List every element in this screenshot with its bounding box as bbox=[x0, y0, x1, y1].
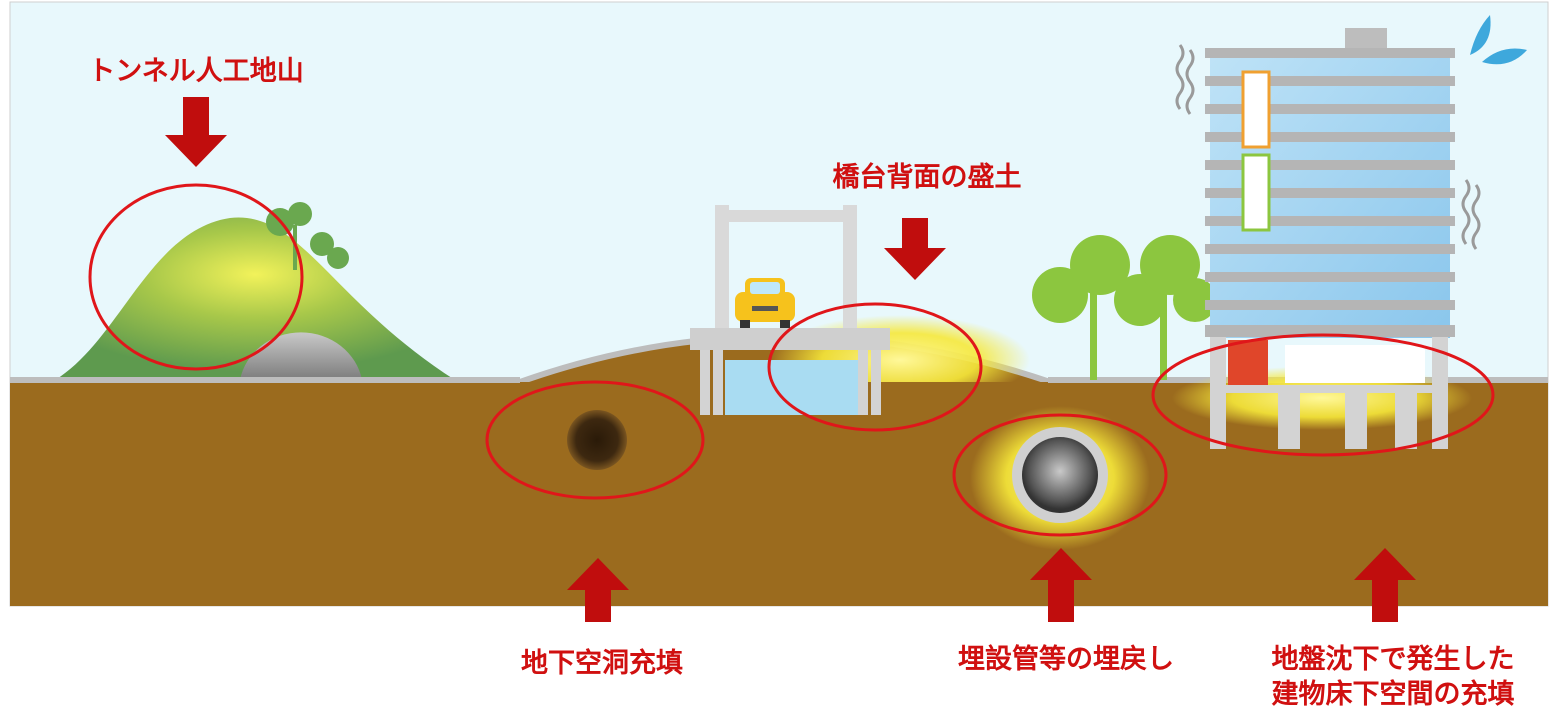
highlight-circles bbox=[88, 183, 1495, 537]
trees-icon bbox=[1032, 235, 1217, 380]
arrow-up-icon bbox=[1354, 548, 1416, 622]
label-tunnel: トンネル人工地山 bbox=[88, 56, 303, 87]
circle-tunnel bbox=[88, 183, 304, 371]
label-abutment: 橋台背面の盛土 bbox=[833, 161, 1022, 193]
shake-lines-icon bbox=[1175, 44, 1481, 250]
label-cavity: 地下空洞充填 bbox=[521, 647, 683, 679]
label-subsidence-line2: 建物床下空間の充填 bbox=[1272, 678, 1515, 710]
arrow-up-icon bbox=[1030, 548, 1092, 622]
circle-cavity bbox=[485, 380, 705, 500]
building bbox=[1172, 15, 1527, 449]
arrow-down-icon bbox=[165, 97, 227, 167]
vending-machine-icon bbox=[1228, 340, 1268, 385]
label-subsidence-line1: 地盤沈下で発生した bbox=[1272, 644, 1515, 675]
label-pipe: 埋設管等の埋戻し bbox=[958, 643, 1174, 675]
circle-building bbox=[1151, 333, 1495, 457]
hill-with-tunnel bbox=[55, 202, 455, 380]
arrow-down-icon bbox=[884, 218, 946, 280]
bridge-structure bbox=[690, 205, 890, 415]
arrow-up-icon bbox=[567, 558, 629, 622]
underground-cavity bbox=[567, 410, 627, 470]
circle-pipe bbox=[952, 413, 1168, 537]
circle-abutment bbox=[767, 302, 983, 432]
car-icon bbox=[735, 278, 795, 328]
sweat-drop-icon bbox=[1470, 15, 1527, 65]
